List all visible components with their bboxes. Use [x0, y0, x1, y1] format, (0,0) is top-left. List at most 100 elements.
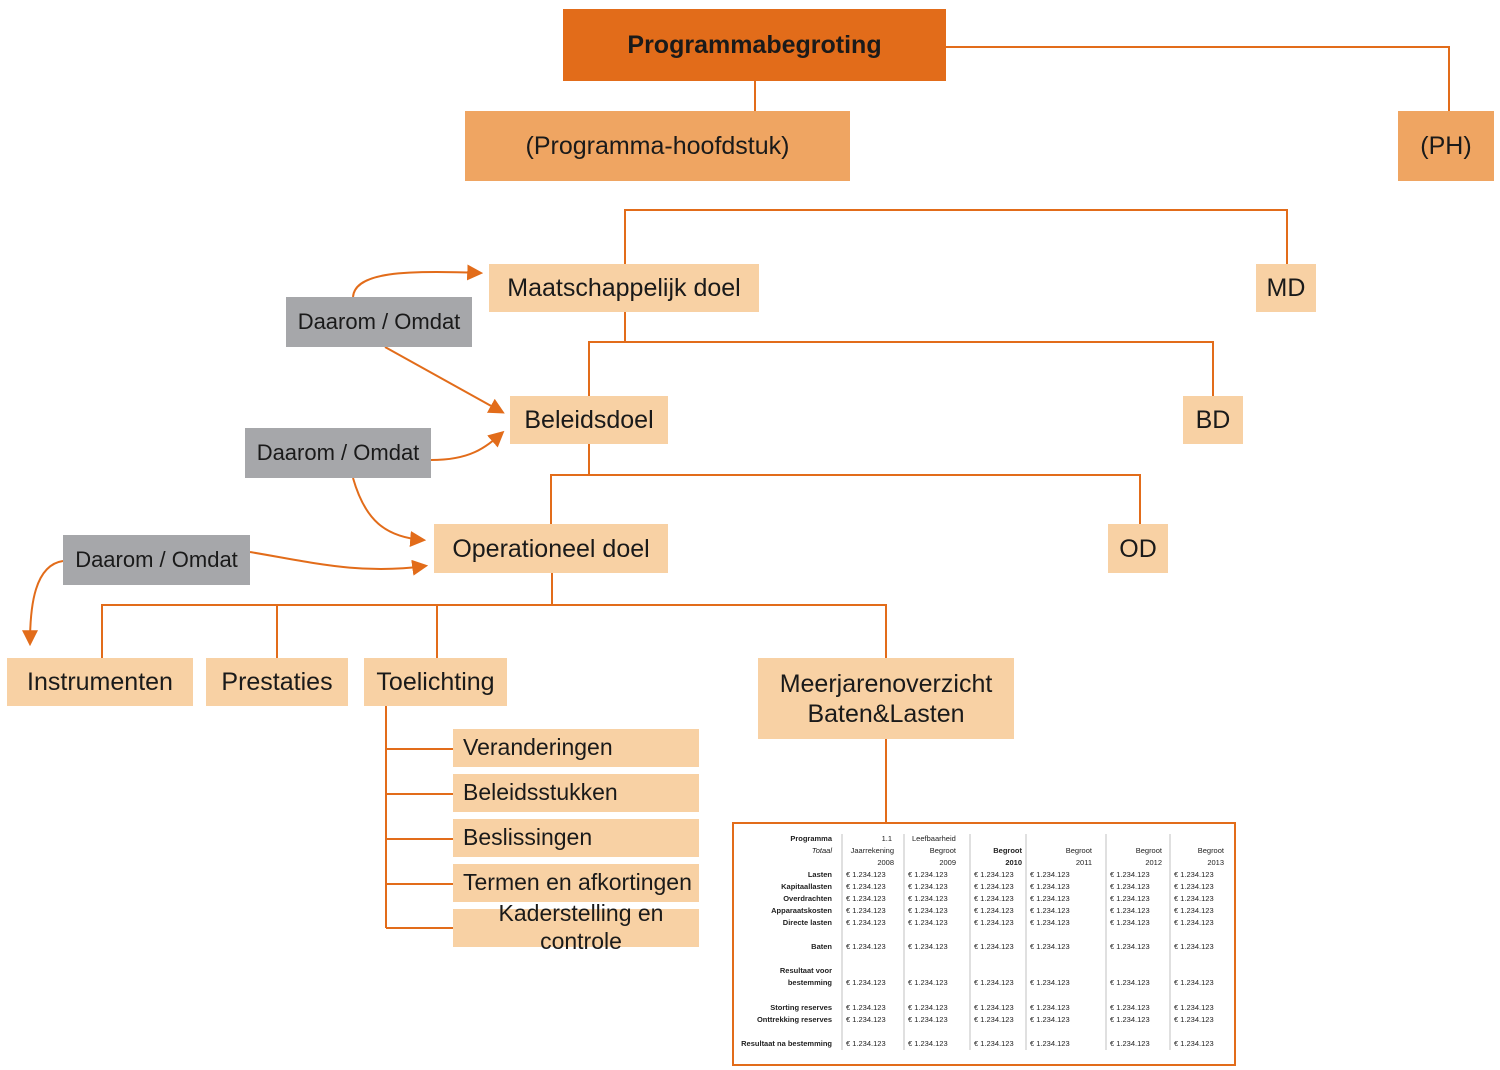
table-cell: € 1.234.123	[846, 942, 886, 951]
table-column-type: Begroot	[1066, 846, 1093, 855]
node-ph: (PH)	[1398, 111, 1494, 181]
table-cell: € 1.234.123	[908, 978, 948, 987]
table-cell: € 1.234.123	[974, 1015, 1014, 1024]
table-cell: € 1.234.123	[1110, 942, 1150, 951]
table-cell: € 1.234.123	[1110, 1003, 1150, 1012]
toelichting-item: Beslissingen	[453, 819, 699, 857]
line-top-to-ph	[946, 46, 1450, 111]
table-column-type: Jaarrekening	[851, 846, 894, 855]
table-cell: € 1.234.123	[1030, 1003, 1070, 1012]
table-cell: € 1.234.123	[974, 1003, 1014, 1012]
table-header-label: Programma	[790, 834, 833, 843]
table-column-year: 2013	[1207, 858, 1224, 867]
table-column-year: 2009	[939, 858, 956, 867]
table-cell: € 1.234.123	[1110, 882, 1150, 891]
table-cell: € 1.234.123	[1110, 918, 1150, 927]
table-row-label: Onttrekking reserves	[757, 1015, 832, 1024]
table-cell: € 1.234.123	[1174, 942, 1214, 951]
toelichting-item: Beleidsstukken	[453, 774, 699, 812]
table-cell: € 1.234.123	[846, 978, 886, 987]
table-cell: € 1.234.123	[1110, 870, 1150, 879]
table-cell: € 1.234.123	[974, 918, 1014, 927]
table-row-label: Directe lasten	[783, 918, 833, 927]
node-bd: BD	[1183, 396, 1243, 444]
table-cell: € 1.234.123	[1030, 882, 1070, 891]
table-header-sub: Totaal	[812, 846, 832, 855]
table-cell: € 1.234.123	[1110, 1015, 1150, 1024]
table-cell: € 1.234.123	[908, 1003, 948, 1012]
table-row-label: bestemming	[788, 978, 833, 987]
line-toelichting-list	[385, 706, 454, 929]
table-cell: € 1.234.123	[1030, 918, 1070, 927]
node-md: MD	[1256, 264, 1316, 312]
table-cell: € 1.234.123	[908, 870, 948, 879]
table-cell: € 1.234.123	[974, 870, 1014, 879]
table-cell: € 1.234.123	[908, 918, 948, 927]
table-column-type: Begroot	[1198, 846, 1225, 855]
table-cell: € 1.234.123	[908, 1039, 948, 1048]
table-cell: € 1.234.123	[1174, 1003, 1214, 1012]
line-md-bracket	[624, 209, 1288, 264]
table-row-label: Apparaatskosten	[771, 906, 832, 915]
table-row-label: Resultaat voor	[780, 966, 832, 975]
table-cell: € 1.234.123	[1174, 870, 1214, 879]
table-row-label: Storting reserves	[770, 1003, 832, 1012]
table-row-label: Kapitaallasten	[781, 882, 832, 891]
arrow-daarom1-to-beleidsdoel	[384, 346, 505, 414]
daarom-omdat-box-3: Daarom / Omdat	[63, 535, 250, 585]
table-cell: € 1.234.123	[908, 942, 948, 951]
table-cell: € 1.234.123	[908, 894, 948, 903]
table-cell: € 1.234.123	[974, 882, 1014, 891]
table-cell: € 1.234.123	[974, 1039, 1014, 1048]
table-program-number: 1.1	[882, 834, 892, 843]
table-column-type: Begroot	[930, 846, 957, 855]
node-operationeel-doel: Operationeel doel	[434, 524, 668, 573]
table-cell: € 1.234.123	[1174, 978, 1214, 987]
table-column-year: 2011	[1076, 858, 1092, 867]
table-row-label: Lasten	[808, 870, 833, 879]
table-cell: € 1.234.123	[1174, 918, 1214, 927]
arrow-daarom3-to-instrumenten	[22, 560, 64, 647]
table-column-type: Begroot	[993, 846, 1022, 855]
table-cell: € 1.234.123	[974, 894, 1014, 903]
table-cell: € 1.234.123	[846, 906, 886, 915]
table-cell: € 1.234.123	[1174, 894, 1214, 903]
table-cell: € 1.234.123	[1110, 978, 1150, 987]
line-bottom-bracket	[101, 573, 887, 658]
node-od: OD	[1108, 524, 1168, 573]
arrow-daarom3-to-operationeel	[249, 551, 429, 576]
table-cell: € 1.234.123	[846, 1003, 886, 1012]
arrow-daarom2-to-operationeel	[352, 477, 427, 547]
daarom-omdat-box-2: Daarom / Omdat	[245, 428, 431, 478]
node-instrumenten: Instrumenten	[7, 658, 193, 706]
node-meerjarenoverzicht: Meerjarenoverzicht Baten&Lasten	[758, 658, 1014, 739]
line-bd-bracket	[588, 312, 1214, 396]
table-cell: € 1.234.123	[1174, 1015, 1214, 1024]
table-cell: € 1.234.123	[1174, 1039, 1214, 1048]
table-cell: € 1.234.123	[846, 882, 886, 891]
node-beleidsdoel: Beleidsdoel	[510, 396, 668, 444]
node-maatschappelijk-doel: Maatschappelijk doel	[489, 264, 759, 312]
table-column-year: 2010	[1005, 858, 1022, 867]
table-cell: € 1.234.123	[846, 870, 886, 879]
table-column-type: Begroot	[1136, 846, 1163, 855]
table-cell: € 1.234.123	[974, 978, 1014, 987]
table-cell: € 1.234.123	[974, 906, 1014, 915]
table-column-year: 2008	[877, 858, 894, 867]
table-cell: € 1.234.123	[1030, 1015, 1070, 1024]
table-cell: € 1.234.123	[1030, 1039, 1070, 1048]
table-column-year: 2012	[1145, 858, 1162, 867]
node-prestaties: Prestaties	[206, 658, 348, 706]
table-cell: € 1.234.123	[1030, 978, 1070, 987]
table-row-label: Resultaat na bestemming	[741, 1039, 832, 1048]
table-cell: € 1.234.123	[846, 918, 886, 927]
arrow-daarom2-to-beleidsdoel	[430, 430, 505, 461]
table-cell: € 1.234.123	[1174, 882, 1214, 891]
toelichting-item: Termen en afkortingen	[453, 864, 699, 902]
table-cell: € 1.234.123	[908, 882, 948, 891]
table-row-label: Overdrachten	[783, 894, 832, 903]
toelichting-item: Veranderingen	[453, 729, 699, 767]
arrow-daarom1-to-maatschappelijk	[352, 264, 484, 298]
